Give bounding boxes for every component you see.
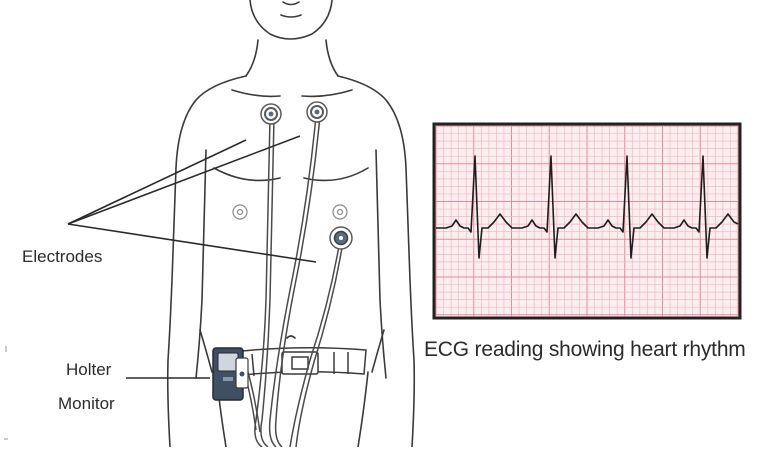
chin-outline (250, 0, 332, 39)
waist-right (372, 330, 384, 372)
electrode-site-right (333, 205, 347, 219)
clavicle-left (232, 90, 280, 96)
electrode-lower-right (330, 227, 352, 249)
clavicle-right (302, 90, 352, 96)
ecg-caption: ECG reading showing heart rhythm (424, 338, 746, 362)
leader-lines (68, 136, 316, 378)
waist-left (200, 330, 212, 372)
electrodes-label: Electrodes (22, 247, 102, 267)
nose-line (283, 2, 299, 5)
holter-label-line1: Holter (66, 360, 111, 380)
ecg-strip (434, 124, 740, 318)
right-shoulder (338, 76, 414, 447)
electrode-site-left (233, 205, 247, 219)
chest-line-left (214, 168, 280, 180)
electrode-upper-left (261, 104, 281, 124)
neck-right (326, 40, 338, 76)
navel (287, 336, 295, 338)
electrode-wires (244, 116, 343, 447)
torso-figure (168, 0, 415, 447)
holter-label-line2: Monitor (58, 394, 115, 414)
mouth-line (281, 15, 301, 17)
hip-right (358, 372, 368, 447)
ecg-grid (436, 126, 738, 316)
right-arm-inner (376, 150, 386, 378)
neck-left (246, 40, 258, 76)
electrode-upper-right (307, 102, 327, 122)
holter-monitor-icon (213, 348, 248, 400)
